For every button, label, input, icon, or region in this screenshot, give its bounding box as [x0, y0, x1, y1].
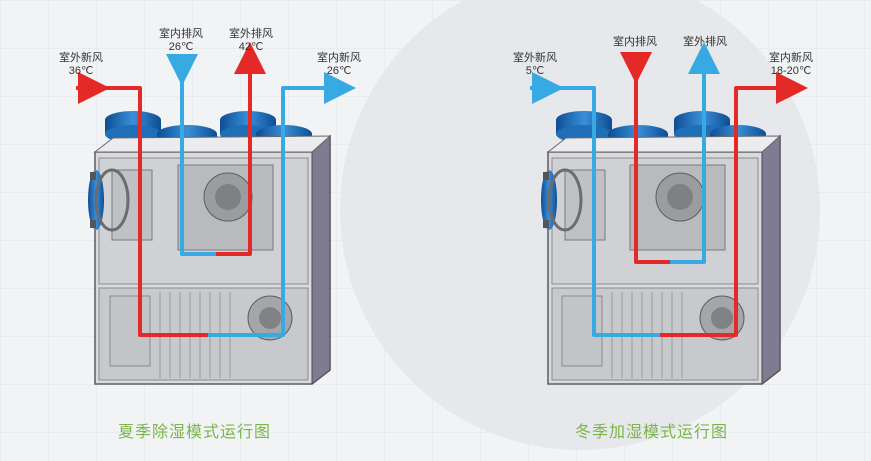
right-supply-temp: 18-20℃: [770, 65, 812, 77]
right-fresh-in-temp: 5℃: [525, 65, 545, 77]
left-airflow: [76, 42, 356, 337]
left-exhaust-out-flow: [216, 42, 266, 256]
right-exhaust-in-name: 室内排风: [613, 36, 657, 48]
right-fresh-in-label: 室外新风 5℃: [506, 52, 564, 78]
right-caption: 冬季加湿模式运行图: [575, 424, 729, 441]
left-exhaust-out-temp: 42℃: [238, 41, 264, 53]
right-airflow: [530, 42, 808, 337]
left-supply-name: 室内新风: [317, 52, 361, 64]
left-fresh-in-name: 室外新风: [59, 52, 103, 64]
left-supply-label: 室内新风 26℃: [310, 52, 368, 78]
right-exhaust-in-flow: [634, 56, 670, 264]
left-fresh-in-temp: 36℃: [68, 65, 94, 77]
left-exhaust-out-name: 室外排风: [229, 28, 273, 40]
left-exhaust-in-name: 室内排风: [159, 28, 203, 40]
right-ventilation-unit: [541, 111, 782, 386]
right-exhaust-out-label: 室外排风: [676, 36, 734, 49]
left-exhaust-in-temp: 26℃: [168, 41, 194, 53]
right-fresh-in-name: 室外新风: [513, 52, 557, 64]
left-supply-flow: [208, 72, 356, 337]
right-supply-flow: [660, 72, 808, 337]
right-exhaust-out-flow: [670, 42, 720, 264]
right-exhaust-in-label: 室内排风: [606, 36, 664, 49]
left-exhaust-in-flow: [180, 58, 216, 256]
right-supply-name: 室内新风: [769, 52, 813, 64]
left-exhaust-out-label: 室外排风 42℃: [222, 28, 280, 54]
right-exhaust-out-name: 室外排风: [683, 36, 727, 48]
left-exhaust-in-label: 室内排风 26℃: [152, 28, 210, 54]
left-ventilation-unit: [88, 111, 332, 386]
left-supply-temp: 26℃: [326, 65, 352, 77]
right-supply-label: 室内新风 18-20℃: [760, 52, 822, 78]
left-fresh-in-label: 室外新风 36℃: [52, 52, 110, 78]
left-caption: 夏季除湿模式运行图: [118, 424, 272, 441]
